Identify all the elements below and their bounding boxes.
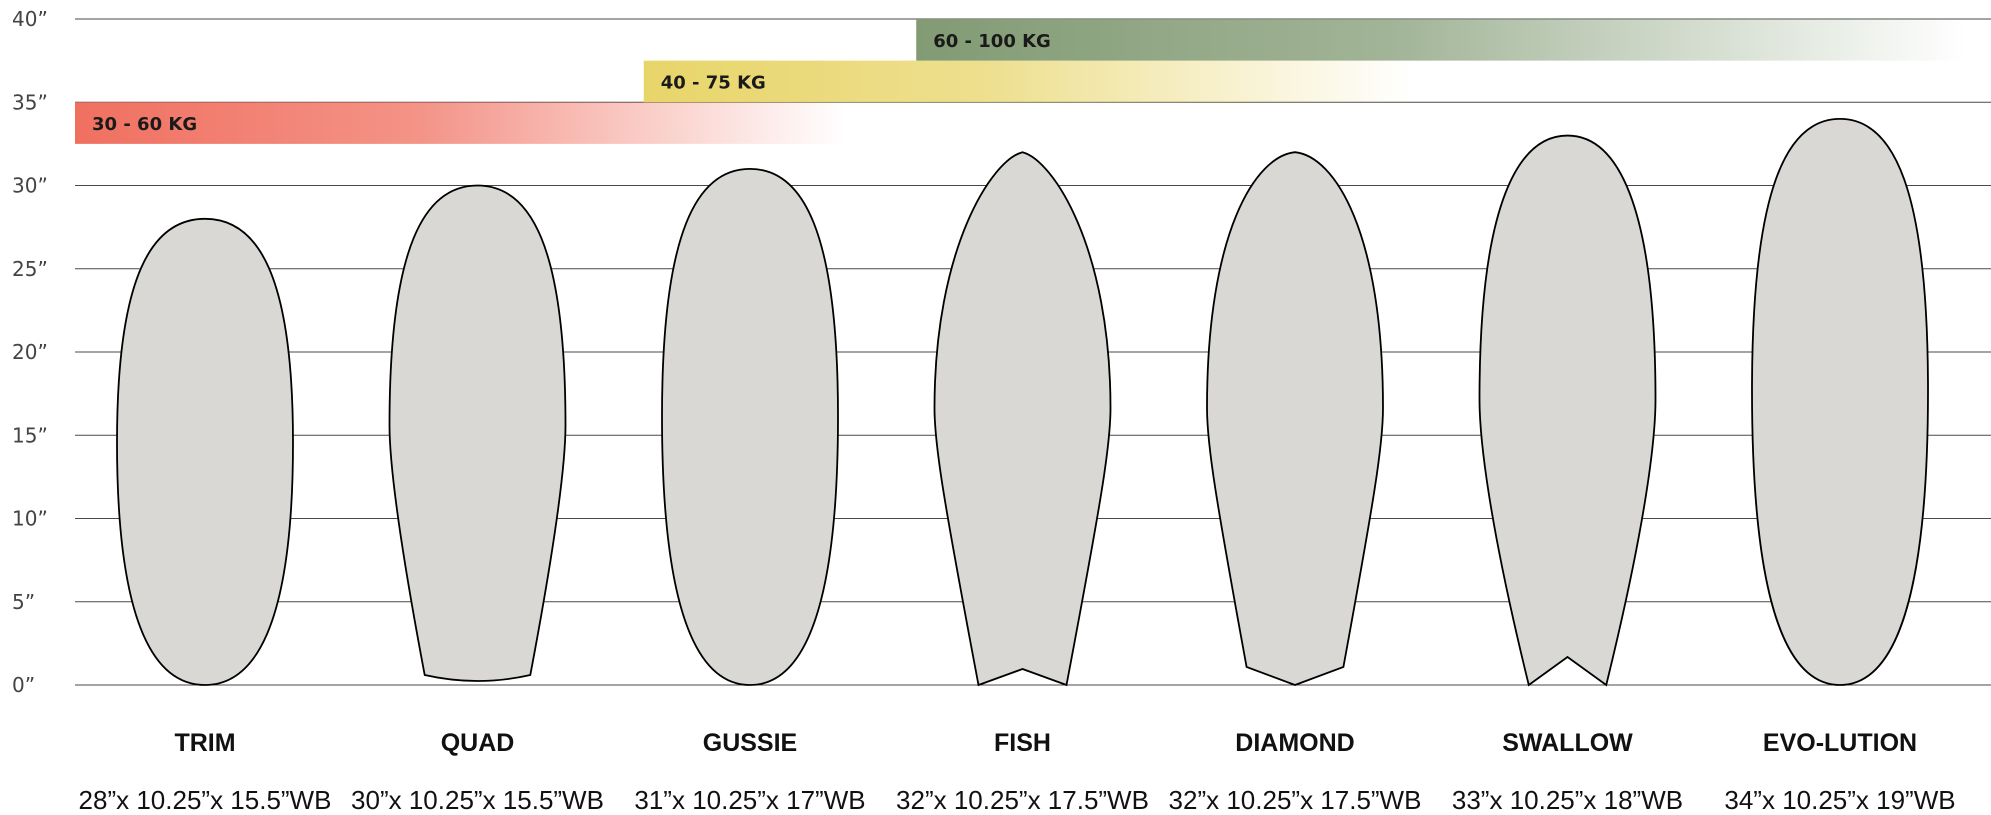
y-tick-label: 20” [12,340,48,364]
y-tick-label: 0” [12,673,35,697]
board-name-label: EVO-LUTION [1763,729,1917,757]
board-dimensions-label: 32”x 10.25”x 17.5”WB [1169,785,1422,815]
weight-range-label: 40 - 75 KG [661,72,766,93]
board-name-label: DIAMOND [1235,729,1354,757]
weight-range-label: 60 - 100 KG [933,31,1051,52]
board-name-label: QUAD [441,729,515,757]
board-outline-fish [933,151,1112,687]
board-outlines [116,117,1929,687]
board-dimensions-label: 31”x 10.25”x 17”WB [634,785,865,815]
board-dimensions-label: 34”x 10.25”x 19”WB [1724,785,1955,815]
board-outline-quad [388,184,567,682]
weight-range-band [916,19,1967,61]
board-name-label: GUSSIE [703,729,797,757]
board-outline-gussie [661,167,839,686]
y-tick-label: 10” [12,507,48,531]
weight-range-band [643,60,1414,103]
y-tick-label: 5” [12,590,35,614]
y-tick-label: 40” [12,7,48,31]
board-name-label: FISH [994,729,1051,757]
board-dimensions-label: 33”x 10.25”x 18”WB [1452,785,1683,815]
category-labels: TRIM 28”x 10.25”x 15.5”WB QUAD 30”x 10.25”x… [79,729,1956,815]
y-tick-label: 25” [12,257,48,281]
y-tick-label: 35” [12,90,48,114]
y-axis-ticks: 0” 5” 10” 15” 20” 25” 30” 35” 40” [12,7,48,697]
board-dimensions-label: 30”x 10.25”x 15.5”WB [351,785,604,815]
weight-range-bands: 30 - 60 KG 40 - 75 KG 60 - 100 KG [75,19,1967,144]
board-dimensions-label: 32”x 10.25”x 17.5”WB [896,785,1149,815]
weight-range-band [75,102,845,144]
board-outline-swallow [1478,134,1657,687]
board-name-label: TRIM [174,729,235,757]
board-dimensions-label: 28”x 10.25”x 15.5”WB [79,785,332,815]
weight-range-label: 30 - 60 KG [92,114,197,135]
y-tick-label: 30” [12,174,48,198]
board-outline-trim [116,217,294,686]
board-name-label: SWALLOW [1502,729,1633,757]
board-outline-diamond [1206,151,1384,686]
board-outline-evo-lution [1751,117,1929,686]
y-tick-label: 15” [12,423,48,447]
